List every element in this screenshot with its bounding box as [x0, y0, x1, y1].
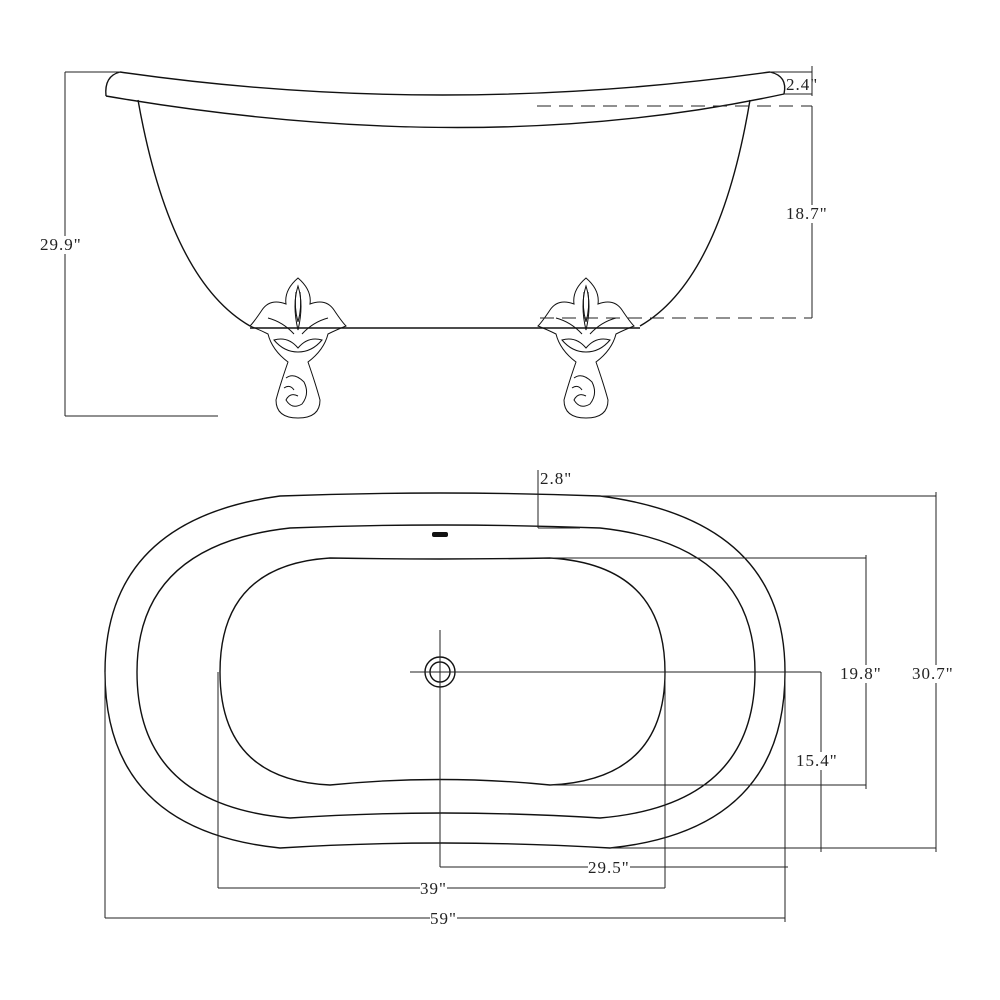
rim-bottom-edge: [105, 93, 785, 129]
drain-icon: [410, 630, 478, 700]
clawfoot-left: [249, 277, 347, 419]
drain-to-edge-label: 15.4": [796, 751, 838, 770]
rim-left-end: [105, 71, 121, 97]
rim-right-end: [769, 71, 786, 95]
rim-thickness-label: 2.4": [786, 75, 819, 94]
tub-body-left: [137, 99, 251, 327]
overflow-icon: [432, 532, 448, 537]
side-dimension-lines: [64, 66, 813, 417]
side-view-tub: [105, 71, 786, 329]
top-view-tub: [104, 492, 786, 849]
drain-to-end-label: 29.5": [588, 858, 630, 877]
clawfoot-right: [537, 277, 635, 419]
interior-depth-label: 18.7": [786, 204, 828, 223]
overall-height-label: 29.9": [40, 235, 82, 254]
outer-rim-outline: [104, 492, 786, 849]
overall-length-label: 59": [430, 909, 457, 928]
inner-rim-outline: [136, 524, 756, 819]
top-dimension-lines: [104, 470, 937, 922]
tub-body-right: [639, 99, 751, 327]
interior-width-label: 19.8": [840, 664, 882, 683]
overall-width-label: 30.7": [912, 664, 954, 683]
rim-top-edge: [119, 71, 771, 96]
overflow-offset-label: 2.8": [540, 469, 573, 488]
interior-length-label: 39": [420, 879, 447, 898]
